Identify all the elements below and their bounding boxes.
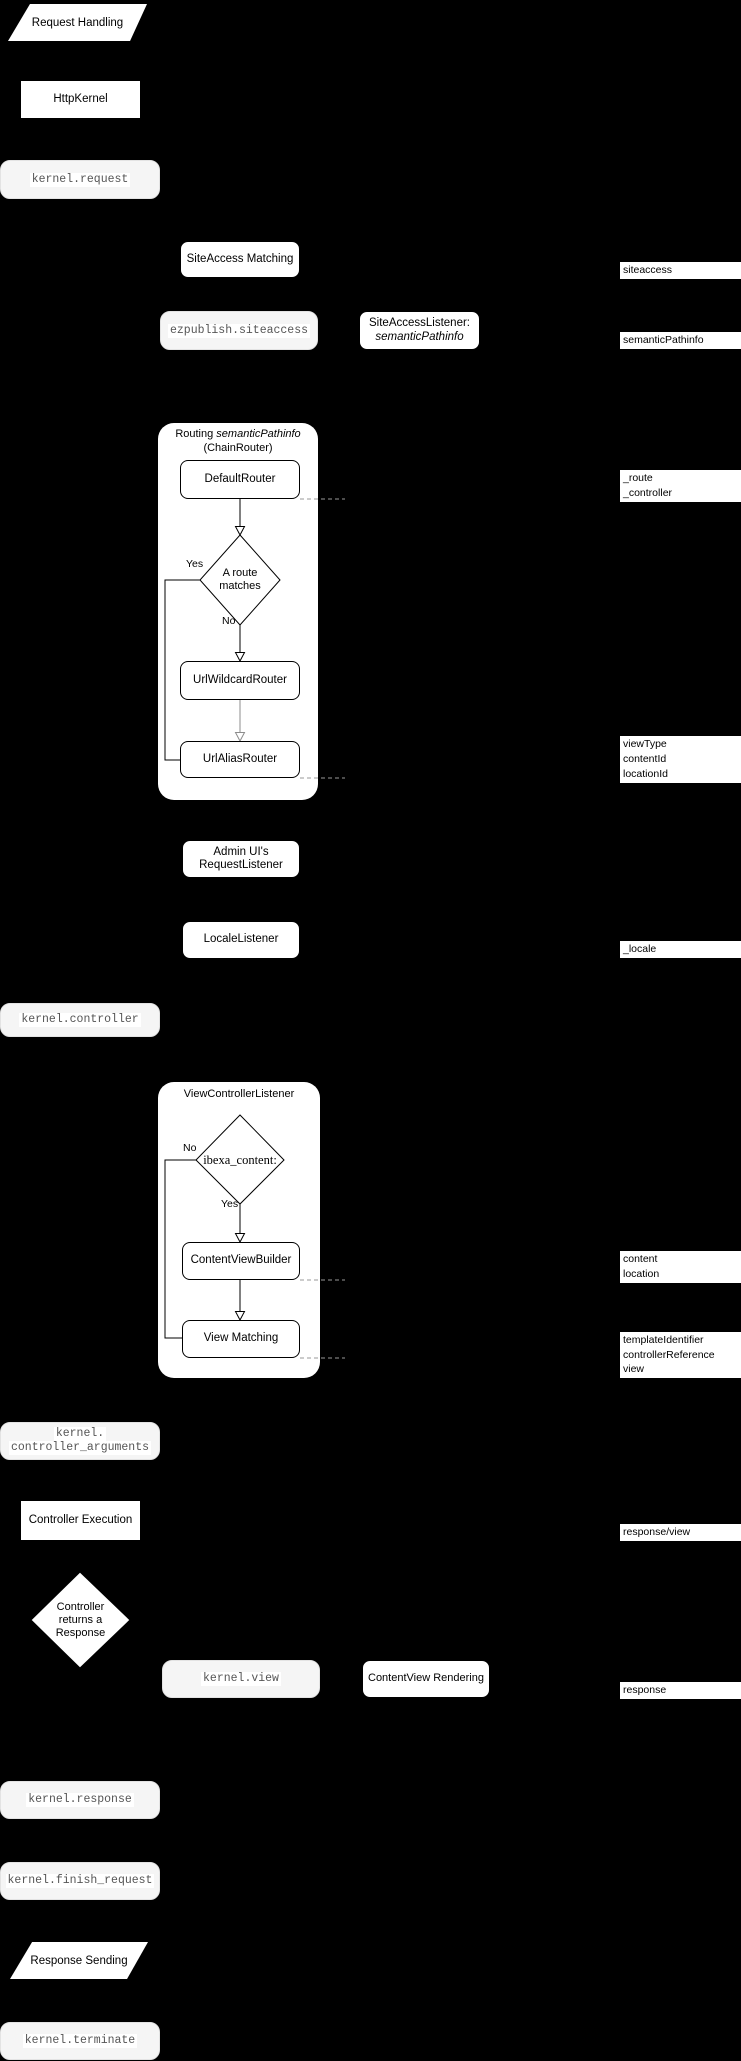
label-semantic-pathinfo: semanticPathinfo: [620, 332, 741, 349]
routing-container-title: Routing semanticPathinfo (ChainRouter): [175, 428, 301, 454]
label-template-controller-reference: templateIdentifier controllerReference: [620, 1332, 741, 1364]
kernel-controller-arguments-line1: kernel.: [53, 1427, 107, 1441]
view-matching-node: View Matching: [182, 1320, 300, 1358]
yes-branch-label: Yes: [186, 558, 204, 570]
url-alias-router-node: UrlAliasRouter: [180, 741, 300, 778]
kernel-terminate-label: kernel.terminate: [22, 2034, 138, 2048]
view-matching-label: View Matching: [203, 1332, 279, 1345]
yes-branch-line: [164, 579, 200, 761]
view-controller-container-title: ViewControllerListener: [183, 1088, 295, 1100]
ezpublish-siteaccess-event: ezpublish.siteaccess: [160, 311, 318, 350]
url-wildcard-router-label: UrlWildcardRouter: [193, 673, 287, 686]
no-branch-label-2: No: [183, 1142, 197, 1154]
arrow-decision-to-urlwildcard: [234, 625, 246, 663]
url-wildcard-router-node: UrlWildcardRouter: [180, 661, 300, 700]
site-access-listener-label-line2: semanticPathinfo: [375, 330, 464, 343]
site-access-matching-label: SiteAccess Matching: [186, 252, 294, 265]
label-viewtype-contentid-locationid: viewType contentId locationId: [620, 736, 741, 783]
arrow-contentviewbuilder-to-viewmatching: [234, 1280, 246, 1322]
label-siteaccess: siteaccess: [620, 262, 741, 279]
content-view-rendering-node: ContentView Rendering: [362, 1660, 490, 1698]
site-access-matching-node: SiteAccess Matching: [180, 241, 300, 278]
url-alias-router-label: UrlAliasRouter: [202, 752, 278, 765]
kernel-controller-label: kernel.controller: [19, 1013, 141, 1027]
kernel-finish-request-event: kernel.finish_request: [0, 1862, 160, 1900]
default-router-node: DefaultRouter: [180, 460, 300, 499]
no-branch-line: [164, 1159, 196, 1339]
kernel-controller-arguments-event: kernel. controller_arguments: [0, 1422, 160, 1460]
controller-returns-response-text: Controller returns a Response: [55, 1600, 106, 1639]
no-branch-label: No: [222, 615, 236, 627]
label-route-controller: _route _controller: [620, 470, 741, 502]
site-access-listener-node: SiteAccessListener: semanticPathinfo: [359, 311, 480, 350]
kernel-finish-request-label: kernel.finish_request: [5, 1874, 155, 1888]
kernel-response-label: kernel.response: [26, 1793, 134, 1807]
response-sending-label: Response Sending: [30, 1954, 128, 1967]
kernel-controller-arguments-line2: controller_arguments: [8, 1441, 152, 1455]
kernel-view-event: kernel.view: [162, 1660, 320, 1698]
label-view: view: [620, 1361, 741, 1378]
request-handling-node: Request Handling: [8, 4, 147, 41]
default-router-label: DefaultRouter: [204, 472, 276, 485]
admin-ui-label-line2: RequestListener: [199, 859, 283, 871]
ezpublish-siteaccess-label: ezpublish.siteaccess: [167, 323, 311, 338]
ibexa-content-text: ibexa_content:: [203, 1152, 277, 1167]
controller-execution-node: Controller Execution: [21, 1501, 140, 1540]
request-handling-label: Request Handling: [31, 16, 124, 29]
route-matches-text: A route matches: [219, 567, 261, 592]
arrow-urlwildcard-to-urlalias: [234, 700, 246, 743]
content-view-rendering-label: ContentView Rendering: [368, 1672, 484, 1685]
content-view-builder-node: ContentViewBuilder: [182, 1242, 300, 1280]
http-kernel-node: HttpKernel: [21, 81, 140, 118]
site-access-listener-label-line1: SiteAccessListener:: [369, 317, 470, 329]
controller-returns-response-diamond: [30, 1571, 131, 1669]
content-view-builder-label: ContentViewBuilder: [190, 1254, 292, 1267]
label-content-location: content location: [620, 1251, 741, 1283]
admin-ui-request-listener-node: Admin UI's RequestListener: [182, 840, 300, 878]
arrow-decision-to-contentviewbuilder: [234, 1204, 246, 1244]
kernel-request-label: kernel.request: [29, 172, 131, 187]
routing-container-subtitle: (ChainRouter): [203, 442, 273, 454]
kernel-response-event: kernel.response: [0, 1781, 160, 1819]
label-response: response: [620, 1682, 741, 1699]
kernel-controller-event: kernel.controller: [0, 1003, 160, 1037]
kernel-request-event: kernel.request: [0, 160, 160, 199]
locale-listener-label: LocaleListener: [203, 933, 279, 946]
arrow-defaultrouter-to-decision: [234, 499, 246, 537]
yes-branch-label-2: Yes: [221, 1198, 239, 1210]
http-kernel-label: HttpKernel: [53, 92, 108, 105]
admin-ui-label-line1: Admin UI's: [213, 845, 269, 858]
label-locale: _locale: [620, 941, 741, 958]
response-sending-node: Response Sending: [10, 1942, 148, 1979]
kernel-terminate-event: kernel.terminate: [0, 2022, 160, 2060]
label-response-view: response/view: [620, 1524, 741, 1541]
kernel-view-label: kernel.view: [201, 1672, 281, 1686]
controller-execution-label: Controller Execution: [28, 1513, 133, 1526]
locale-listener-node: LocaleListener: [182, 921, 300, 959]
